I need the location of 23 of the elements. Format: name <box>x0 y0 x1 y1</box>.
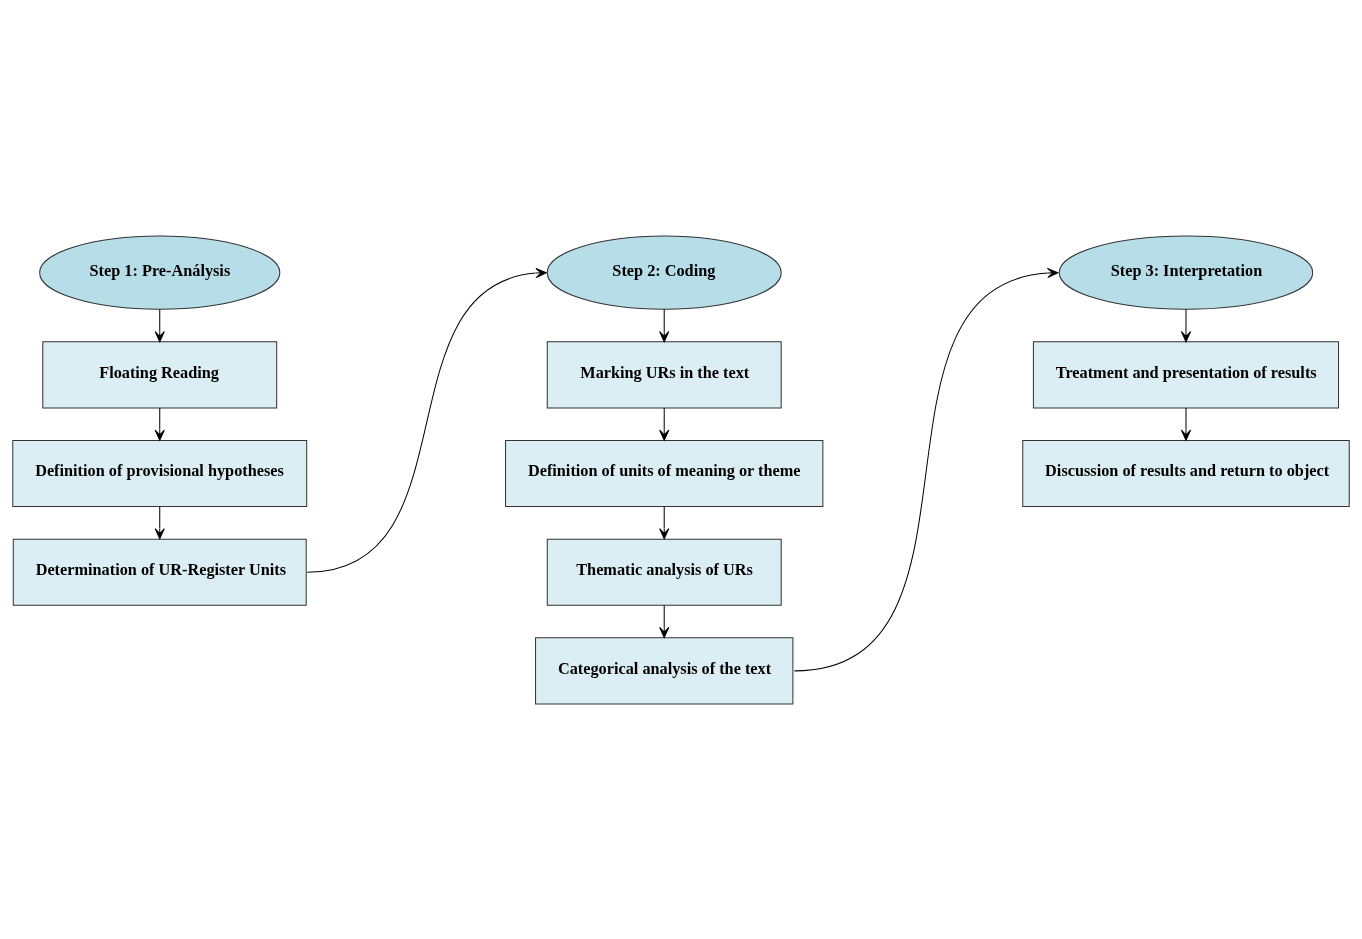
node-box: Definition of provisional hypotheses <box>12 439 308 507</box>
arrow <box>659 308 670 342</box>
arrow <box>1180 308 1192 342</box>
node-ellipse: Step 3: Interpretation <box>1058 235 1314 310</box>
node-box: Floating Reading <box>42 340 278 408</box>
node-box: Treatment and presentation of results <box>1032 340 1340 408</box>
node-box: Categorical analysis of the text <box>535 636 794 704</box>
arrow <box>659 505 670 539</box>
arrow <box>659 407 670 441</box>
node-box: Thematic analysis of URs <box>546 538 782 606</box>
arrow <box>306 267 547 573</box>
node-box: Marking URs in the text <box>546 340 782 408</box>
arrow <box>154 407 165 441</box>
arrow <box>793 267 1059 671</box>
node-box: Definition of units of meaning or theme <box>505 439 824 507</box>
arrow <box>659 604 670 638</box>
node-ellipse: Step 2: Coding <box>546 235 782 310</box>
node-box: Discussion of results and return to object <box>1022 439 1350 507</box>
node-ellipse: Step 1: Pre-Análysis <box>39 235 281 310</box>
arrow <box>1180 407 1192 441</box>
node-box: Determination of UR-Register Units <box>12 538 307 606</box>
arrow <box>154 505 165 539</box>
arrow <box>154 308 165 342</box>
